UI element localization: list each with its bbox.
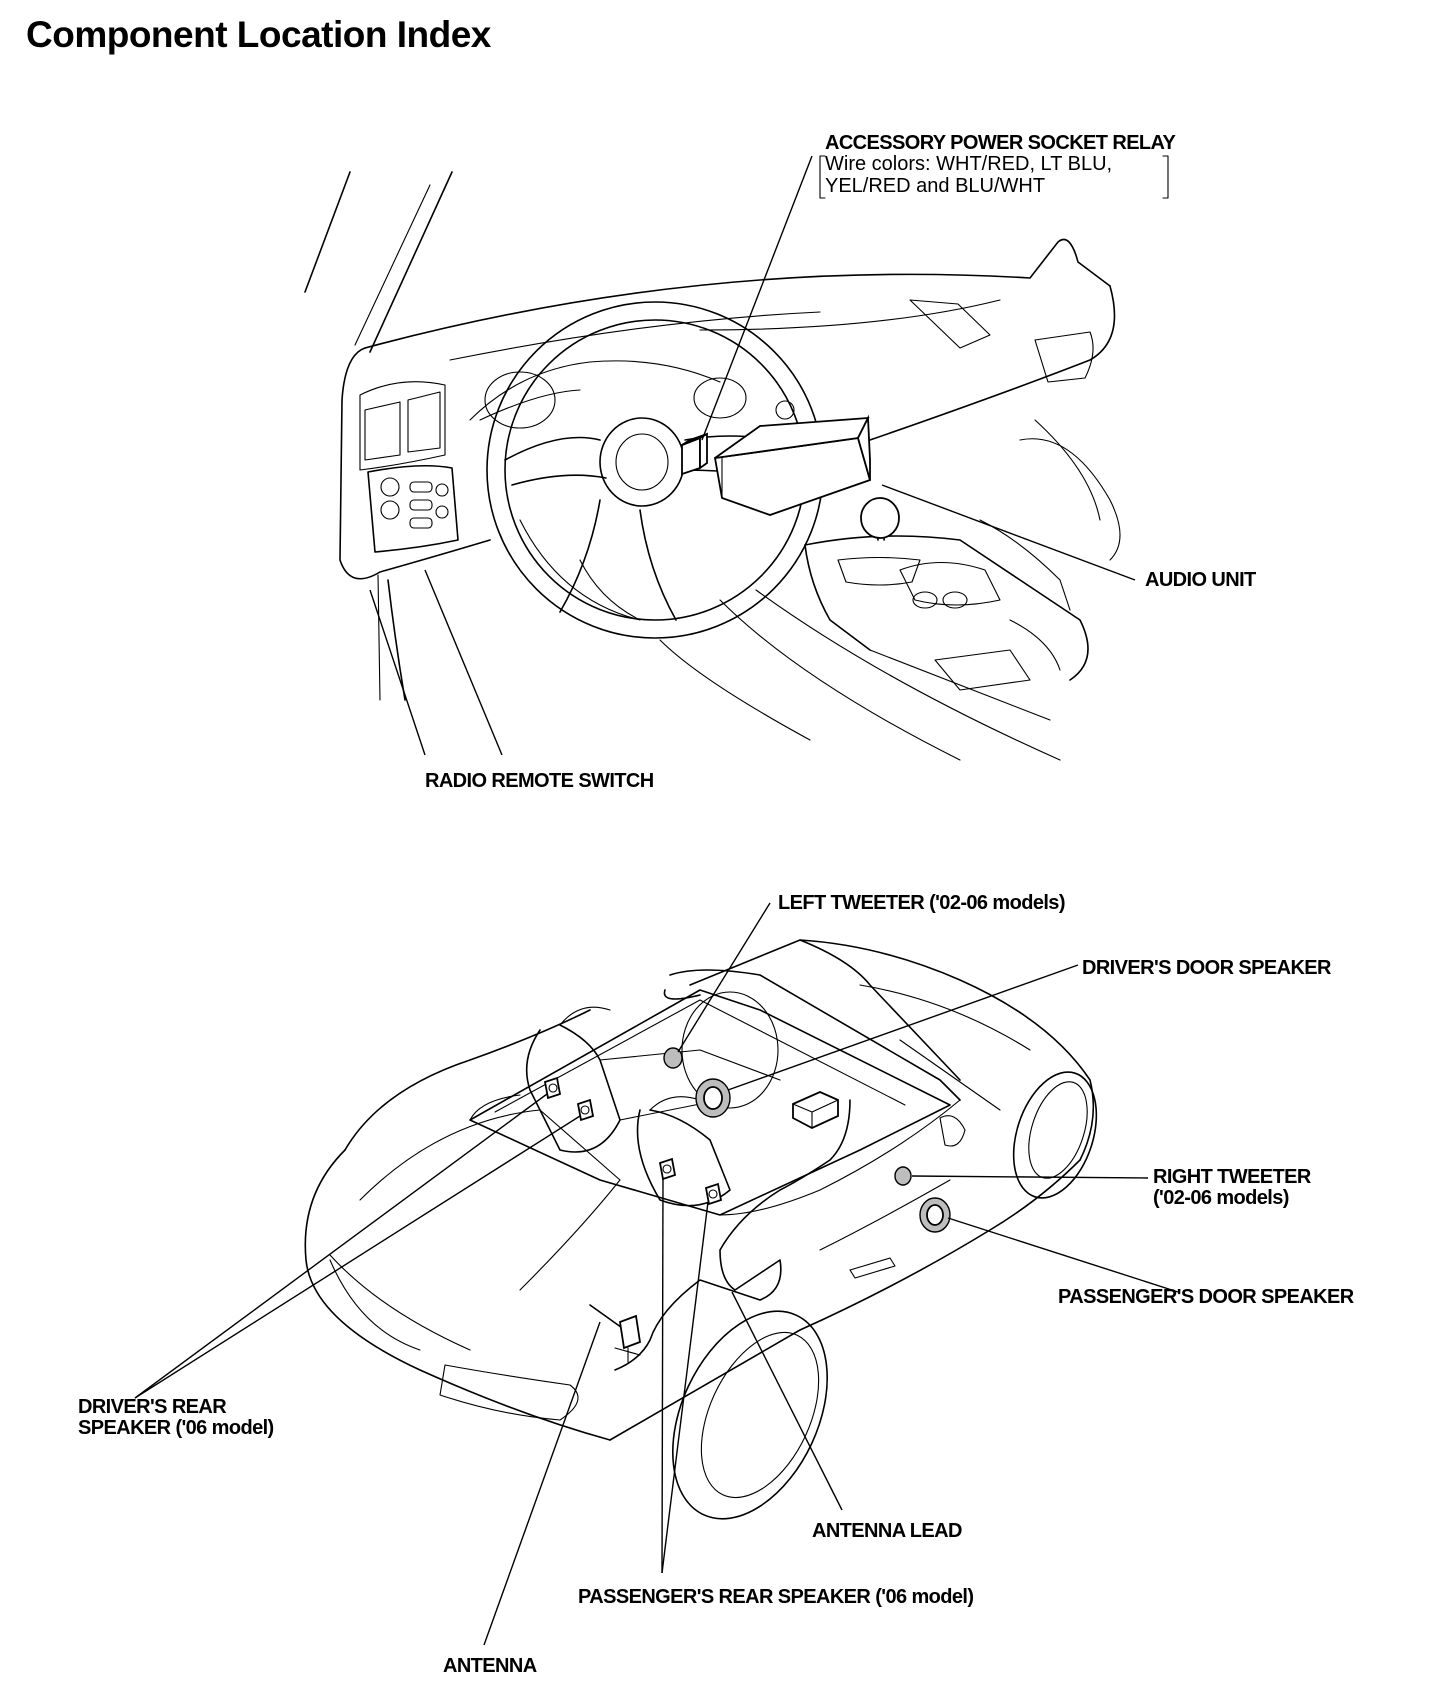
dashboard-illustration: [304, 171, 1121, 761]
label-accessory-power-socket-relay: ACCESSORY POWER SOCKET RELAY: [825, 132, 1176, 154]
antenna-leader: [483, 1321, 601, 1646]
radio-switch-leader-2: [424, 569, 503, 756]
drivers-rear-speaker-leader-1: [134, 1093, 548, 1399]
label-drivers-door-speaker: DRIVER'S DOOR SPEAKER: [1082, 957, 1331, 979]
accessory-relay-leader: [701, 155, 813, 441]
dashboard-leaders: [369, 155, 1136, 756]
passengers-door-speaker-leader: [947, 1217, 1179, 1293]
audio-unit-leader: [881, 484, 1136, 581]
label-right-tweeter-models: ('02-06 models): [1153, 1187, 1289, 1209]
car-leaders: [134, 902, 1179, 1646]
car-illustration: [304, 939, 1098, 1520]
label-radio-remote-switch: RADIO REMOTE SWITCH: [425, 770, 654, 792]
label-passengers-door-speaker: PASSENGER'S DOOR SPEAKER: [1058, 1286, 1354, 1308]
left-tweeter-leader: [677, 902, 771, 1053]
label-audio-unit: AUDIO UNIT: [1145, 569, 1256, 591]
label-accessory-relay-note-1: Wire colors: WHT/RED, LT BLU,: [825, 153, 1113, 175]
label-drivers-rear-speaker-model: SPEAKER ('06 model): [78, 1417, 274, 1439]
label-right-tweeter: RIGHT TWEETER: [1153, 1166, 1311, 1188]
label-passengers-rear-speaker: PASSENGER'S REAR SPEAKER ('06 model): [578, 1586, 974, 1608]
drivers-rear-speaker-leader-2: [134, 1115, 581, 1399]
label-accessory-relay-note-2: YEL/RED and BLU/WHT: [825, 175, 1046, 197]
drivers-door-speaker-leader: [727, 964, 1079, 1091]
right-tweeter-leader: [911, 1175, 1149, 1179]
passengers-rear-speaker-leader-1: [661, 1177, 664, 1574]
label-antenna: ANTENNA: [443, 1655, 537, 1677]
radio-switch-leader-1: [369, 589, 426, 756]
page-title: Component Location Index: [26, 14, 491, 55]
passengers-rear-speaker-leader-2: [661, 1201, 709, 1574]
label-drivers-rear-speaker: DRIVER'S REAR: [78, 1396, 227, 1418]
label-antenna-lead: ANTENNA LEAD: [812, 1520, 962, 1542]
antenna-lead-leader: [731, 1291, 843, 1511]
label-left-tweeter: LEFT TWEETER ('02-06 models): [778, 892, 1065, 914]
